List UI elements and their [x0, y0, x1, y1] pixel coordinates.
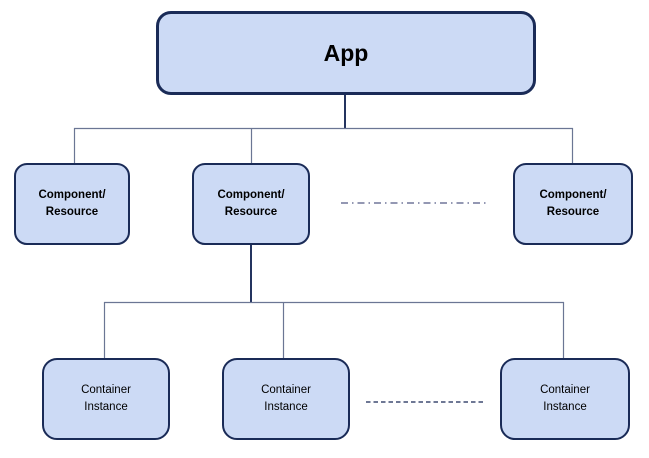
node-label-line2: Instance: [84, 401, 128, 413]
node-label-line2: Instance: [543, 401, 587, 413]
node-label-line1: Container: [81, 383, 131, 396]
node-container-left: Container Instance: [42, 358, 170, 440]
node-container-right: Container Instance: [500, 358, 630, 440]
node-label-line2: Instance: [264, 401, 308, 413]
node-label-line1: Component/: [38, 189, 106, 202]
node-label-line2: Resource: [546, 206, 600, 218]
node-label-line1: Container: [261, 383, 311, 396]
node-label-line1: Component/: [217, 189, 285, 202]
node-component-middle: Component/ Resource: [192, 163, 310, 245]
node-app: App: [156, 11, 536, 95]
node-label-line1: Container: [540, 383, 590, 396]
node-label-line1: Component/: [539, 189, 607, 202]
node-container-middle: Container Instance: [222, 358, 350, 440]
node-label-line2: Resource: [45, 206, 99, 218]
node-component-left: Component/ Resource: [14, 163, 130, 245]
node-component-right: Component/ Resource: [513, 163, 633, 245]
node-app-label: App: [323, 39, 369, 66]
node-label-line2: Resource: [224, 206, 278, 218]
